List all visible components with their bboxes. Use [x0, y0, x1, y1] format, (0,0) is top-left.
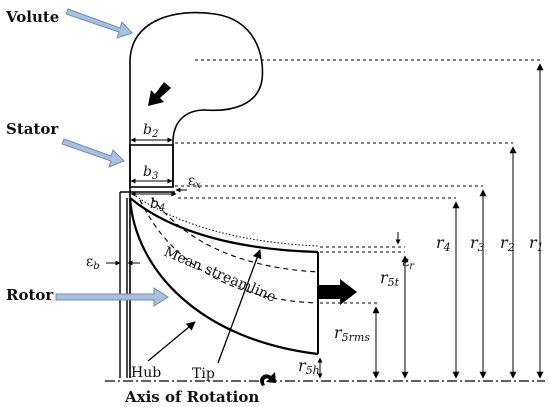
- b4-symbol: b4: [150, 196, 165, 214]
- eb-symbol: εb: [86, 254, 100, 272]
- volute-label: Volute: [5, 8, 59, 26]
- rotor-tip-shroud: [129, 197, 319, 254]
- er-symbol: εr: [402, 254, 415, 272]
- r5h-symbol: r5h: [298, 356, 320, 377]
- axis-label: Axis of Rotation: [124, 388, 259, 406]
- down-arrow-icon: [148, 82, 171, 106]
- rotor-callout-arrow: [55, 287, 169, 307]
- rotor-mean-line: [139, 199, 319, 304]
- r5rms-symbol: r5rms: [334, 323, 370, 344]
- rotor-tip-clearance: [132, 193, 319, 247]
- tip-pointer: [217, 249, 262, 364]
- b3-symbol: b3: [143, 164, 158, 182]
- rotor-hub: [128, 197, 319, 356]
- stator-label: Stator: [6, 120, 59, 138]
- hub-label: Hub: [131, 365, 161, 381]
- r5t-symbol: r5t: [380, 268, 400, 289]
- r1-symbol: r1: [529, 233, 544, 254]
- rotor-inner-dash: [151, 197, 319, 273]
- right-arrow-icon: [319, 279, 357, 305]
- hub-pointer: [147, 321, 196, 362]
- rotor-label: Rotor: [6, 286, 54, 304]
- tip-label: Tip: [192, 366, 215, 382]
- volute-callout-arrow: [65, 8, 133, 39]
- r4-symbol: r4: [436, 233, 451, 254]
- r3-symbol: r3: [470, 233, 485, 254]
- b2-symbol: b2: [143, 122, 158, 140]
- stator-callout-arrow: [61, 138, 125, 168]
- r2-symbol: r2: [500, 233, 515, 254]
- volute-outline: [129, 11, 264, 146]
- ex-symbol: εx: [188, 173, 201, 191]
- rotation-arrow-icon: [260, 372, 276, 386]
